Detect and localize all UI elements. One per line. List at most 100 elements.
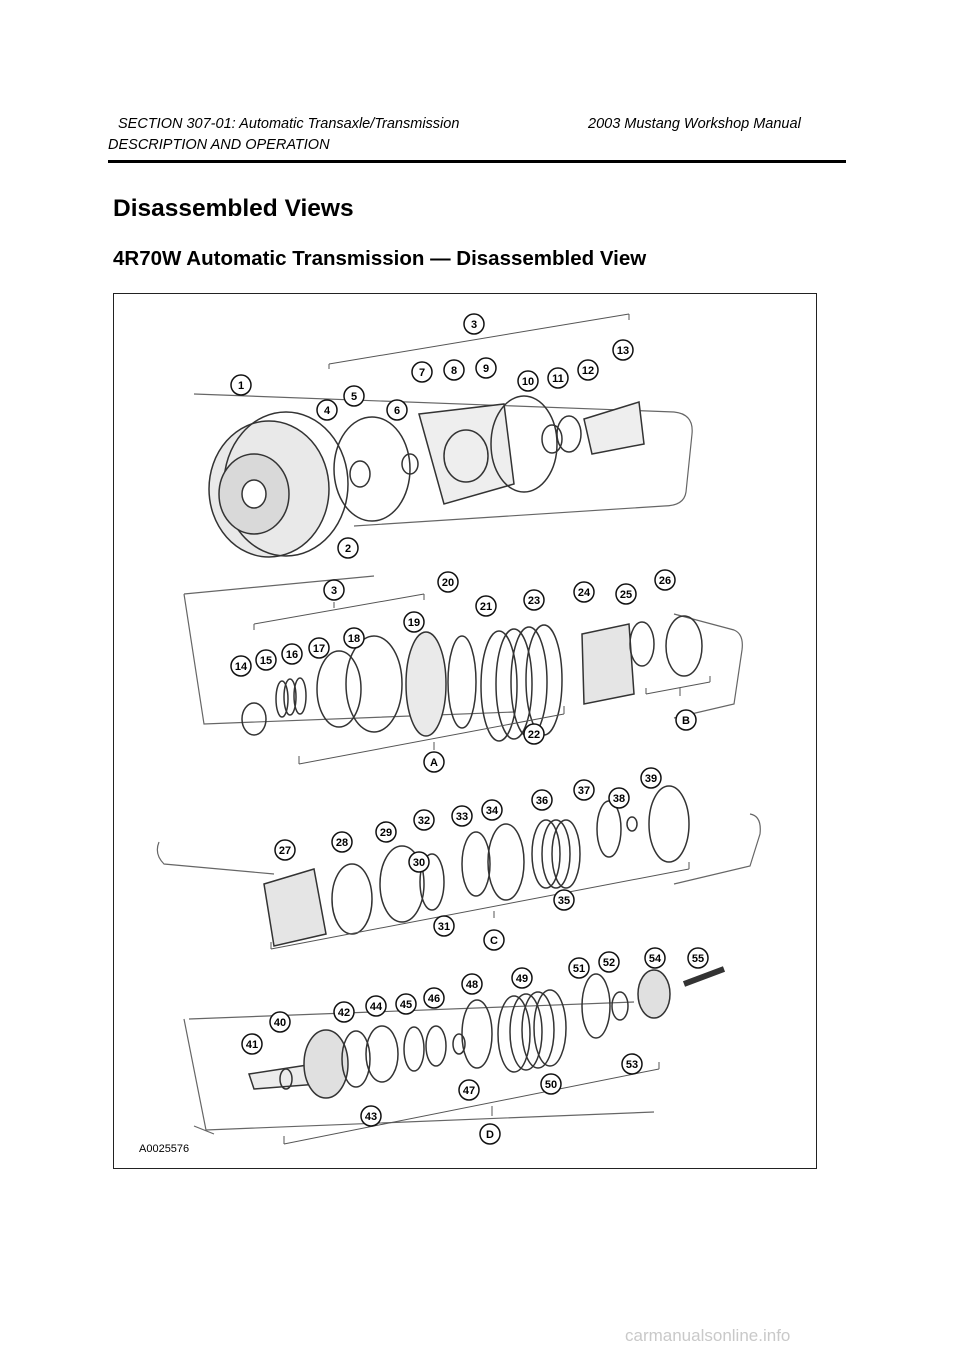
callout-37: 37 bbox=[573, 779, 595, 801]
callout-circle bbox=[481, 799, 503, 821]
callout-3: 3 bbox=[463, 313, 485, 335]
callout-49: 49 bbox=[511, 967, 533, 989]
callout-33: 33 bbox=[451, 805, 473, 827]
callout-number: 7 bbox=[419, 367, 425, 379]
callout-25: 25 bbox=[615, 583, 637, 605]
callout-circle bbox=[433, 915, 455, 937]
callout-53: 53 bbox=[621, 1053, 643, 1075]
callout-43: 43 bbox=[360, 1105, 382, 1127]
callout-circle bbox=[461, 973, 483, 995]
callout-circle bbox=[281, 643, 303, 665]
page-title: Disassembled Views bbox=[113, 195, 354, 222]
callout-circle bbox=[573, 779, 595, 801]
callout-number: 27 bbox=[279, 845, 291, 857]
callout-circle bbox=[608, 787, 630, 809]
section-header: SECTION 307-01: Automatic Transaxle/Tran… bbox=[118, 116, 460, 132]
callout-circle bbox=[451, 805, 473, 827]
callout-17: 17 bbox=[308, 637, 330, 659]
callout-number: 23 bbox=[528, 595, 540, 607]
callout-number: 40 bbox=[274, 1017, 286, 1029]
callout-22: 22 bbox=[523, 723, 545, 745]
callout-number: 44 bbox=[370, 1001, 383, 1013]
callout-circle bbox=[612, 339, 634, 361]
callout-circle bbox=[523, 723, 545, 745]
callout-circle bbox=[333, 1001, 355, 1023]
callout-circle bbox=[547, 367, 569, 389]
callout-41: 41 bbox=[241, 1033, 263, 1055]
callout-circle bbox=[241, 1033, 263, 1055]
callout-10: 10 bbox=[517, 370, 539, 392]
callout-number: 4 bbox=[324, 405, 331, 417]
callout-circle bbox=[475, 357, 497, 379]
callout-number: 19 bbox=[408, 617, 420, 629]
callout-13: 13 bbox=[612, 339, 634, 361]
callout-number: 49 bbox=[516, 973, 528, 985]
callout-circle bbox=[483, 929, 505, 951]
callout-number: 10 bbox=[522, 376, 534, 388]
callout-34: 34 bbox=[481, 799, 503, 821]
callout-circle bbox=[654, 569, 676, 591]
callout-number: 46 bbox=[428, 993, 440, 1005]
callout-5: 5 bbox=[343, 385, 365, 407]
callout-number: 53 bbox=[626, 1059, 638, 1071]
callout-number: 29 bbox=[380, 827, 392, 839]
callout-circle bbox=[479, 1123, 501, 1145]
callout-circle bbox=[687, 947, 709, 969]
callout-8: 8 bbox=[443, 359, 465, 381]
callout-circle bbox=[343, 385, 365, 407]
callout-circle bbox=[375, 821, 397, 843]
callout-circle bbox=[615, 583, 637, 605]
callout-21: 21 bbox=[475, 595, 497, 617]
callout-circle bbox=[553, 889, 575, 911]
callout-30: 30 bbox=[408, 851, 430, 873]
callout-47: 47 bbox=[458, 1079, 480, 1101]
callout-number: 2 bbox=[345, 543, 351, 555]
callout-circle bbox=[577, 359, 599, 381]
callout-number: 11 bbox=[552, 373, 564, 385]
callout-number: 32 bbox=[418, 815, 430, 827]
callout-20: 20 bbox=[437, 571, 459, 593]
group-brackets bbox=[253, 313, 711, 1145]
callout-number: 6 bbox=[394, 405, 400, 417]
callout-number: 22 bbox=[528, 729, 540, 741]
callout-number: A bbox=[430, 757, 438, 769]
callout-12: 12 bbox=[577, 359, 599, 381]
callout-number: 1 bbox=[238, 380, 244, 392]
callout-number: 41 bbox=[246, 1039, 258, 1051]
callout-number: B bbox=[682, 715, 690, 727]
callout-circle bbox=[437, 571, 459, 593]
callout-1: 1 bbox=[230, 374, 252, 396]
callout-number: 30 bbox=[413, 857, 425, 869]
callout-28: 28 bbox=[331, 831, 353, 853]
callout-number: 15 bbox=[260, 655, 272, 667]
callout-circle bbox=[316, 399, 338, 421]
callout-31: 31 bbox=[433, 915, 455, 937]
callout-number: 26 bbox=[659, 575, 671, 587]
callout-circle bbox=[323, 579, 345, 601]
callout-B: B bbox=[675, 709, 697, 731]
callout-4: 4 bbox=[316, 399, 338, 421]
callout-3: 3 bbox=[323, 579, 345, 601]
callout-circle bbox=[337, 537, 359, 559]
callout-circle bbox=[443, 359, 465, 381]
callout-number: 47 bbox=[463, 1085, 475, 1097]
callout-circle bbox=[540, 1073, 562, 1095]
callout-24: 24 bbox=[573, 581, 595, 603]
callout-A: A bbox=[423, 751, 445, 773]
callout-number: 31 bbox=[438, 921, 450, 933]
callout-number: C bbox=[490, 935, 498, 947]
callout-29: 29 bbox=[375, 821, 397, 843]
callout-number: 48 bbox=[466, 979, 478, 991]
callout-circle bbox=[343, 627, 365, 649]
callout-circle bbox=[423, 751, 445, 773]
callout-number: 8 bbox=[451, 365, 457, 377]
callout-circle bbox=[274, 839, 296, 861]
callout-circle bbox=[523, 589, 545, 611]
callout-54: 54 bbox=[644, 947, 666, 969]
callout-35: 35 bbox=[553, 889, 575, 911]
callout-number: 25 bbox=[620, 589, 632, 601]
callout-55: 55 bbox=[687, 947, 709, 969]
callout-D: D bbox=[479, 1123, 501, 1145]
